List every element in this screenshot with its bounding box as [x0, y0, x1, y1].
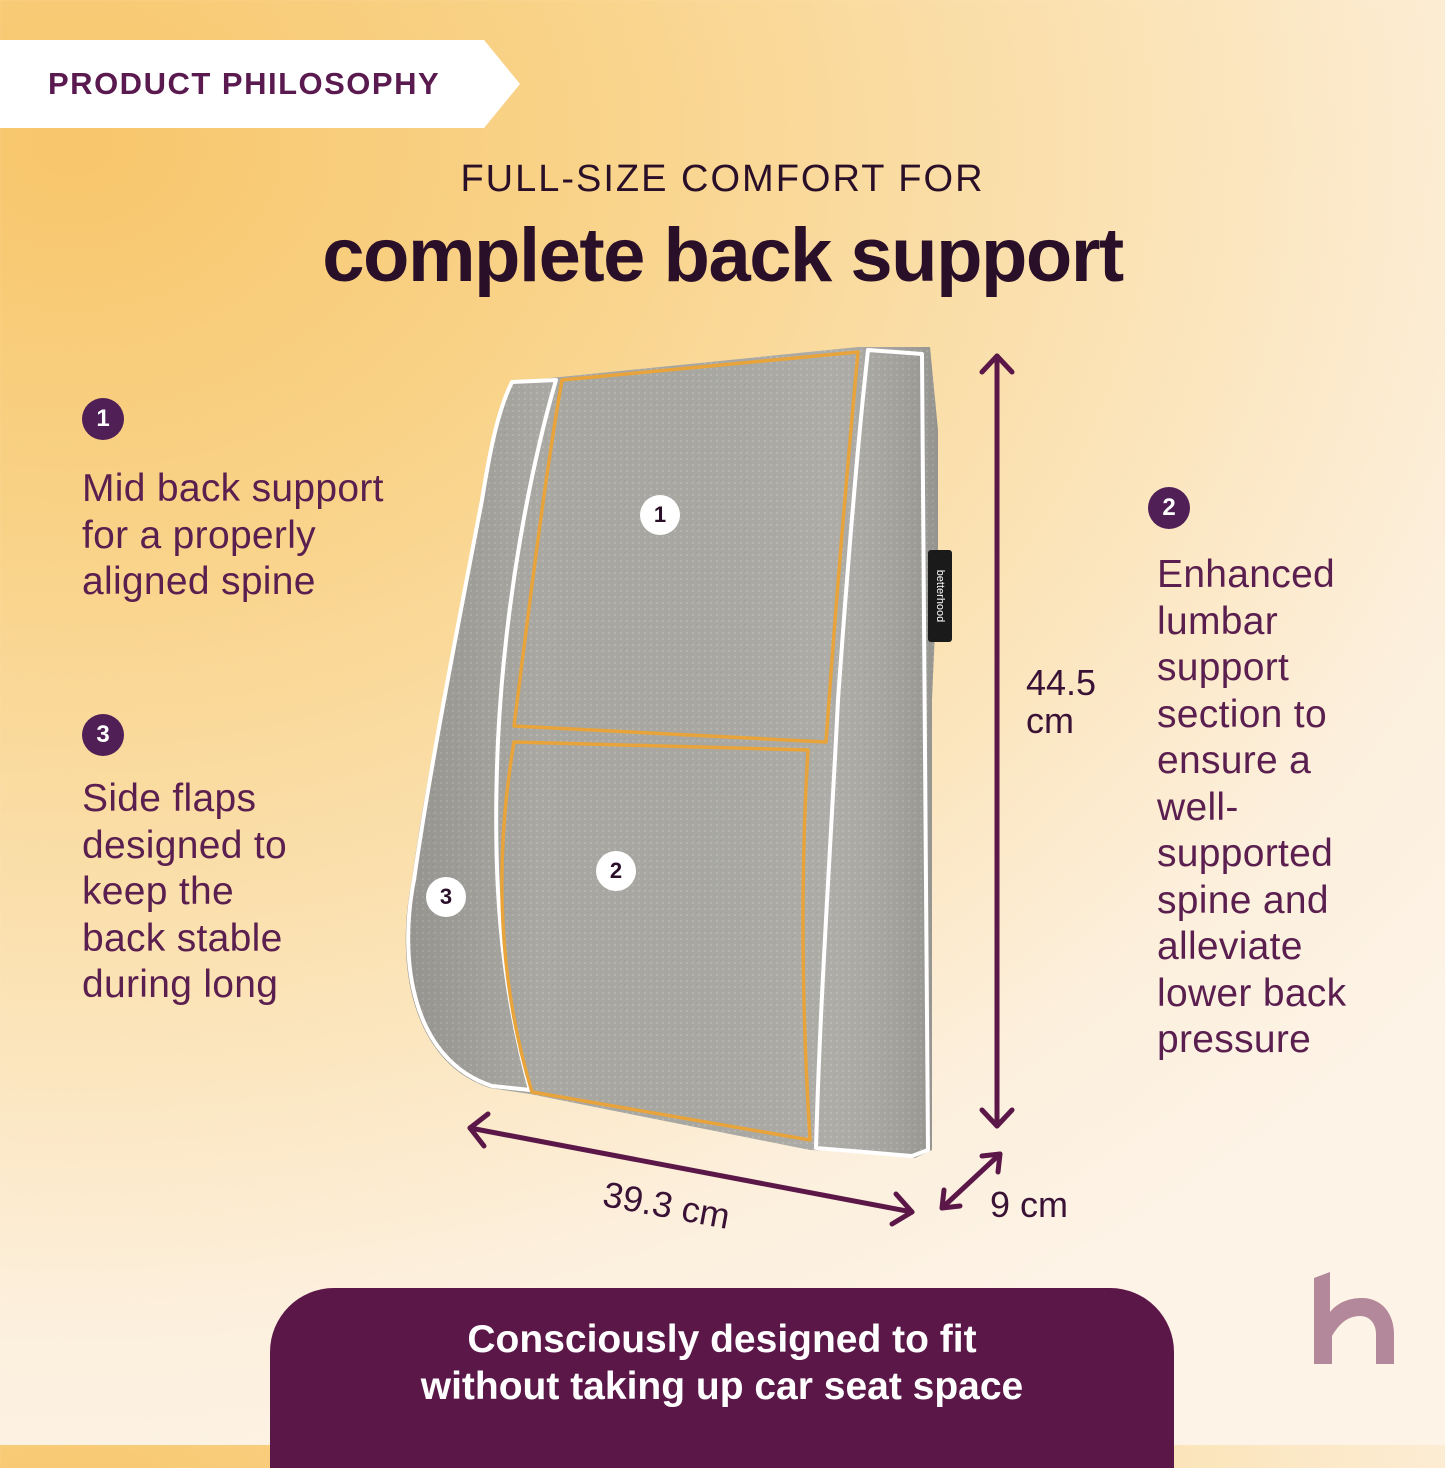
footer-line-1: Consciously designed to fit	[467, 1318, 977, 1361]
feature-2-line: section to	[1157, 692, 1327, 736]
zone-2-label: 2	[610, 858, 622, 883]
feature-2-description: Enhanced lumbar support section to ensur…	[1157, 552, 1346, 1064]
feature-1-description: Mid back support for a properly aligned …	[82, 466, 384, 606]
zone-3-marker	[426, 877, 466, 917]
zone-1-label: 1	[654, 502, 666, 527]
feature-2-line: lower back	[1157, 971, 1347, 1015]
right-flap-outline	[814, 348, 930, 1158]
feature-2-line: pressure	[1157, 1018, 1312, 1061]
feature-1-line: Mid back support	[82, 467, 384, 510]
height-unit: cm	[1026, 700, 1074, 741]
footer-message: Consciously designed to fit without taki…	[270, 1316, 1174, 1410]
feature-3-line: during long	[82, 963, 279, 1006]
zone-3-label: 3	[440, 884, 452, 909]
lumbar-panel-outline	[500, 740, 812, 1142]
feature-2-line: Enhanced	[1157, 553, 1336, 596]
feature-1-line: aligned spine	[82, 560, 316, 603]
brand-tag-text: betterhood	[934, 570, 946, 623]
height-arrow-icon	[979, 353, 1015, 1129]
feature-3-line: designed to	[82, 823, 287, 867]
feature-3-badge: 3	[82, 714, 124, 756]
betterhood-h-logo	[1314, 1272, 1394, 1364]
feature-3-line: keep the	[82, 870, 235, 913]
feature-3-line: Side flaps	[82, 777, 257, 820]
footer-panel: Consciously designed to fit without taki…	[270, 1288, 1174, 1468]
feature-2-line: ensure a	[1157, 739, 1312, 782]
section-banner: PRODUCT PHILOSOPHY	[0, 40, 520, 128]
depth-dimension-label: 9 cm	[990, 1184, 1069, 1225]
feature-2-line: support	[1157, 646, 1290, 689]
feature-2-badge: 2	[1148, 487, 1190, 529]
width-dimension-label: 39.3 cm	[600, 1173, 733, 1237]
page-title: complete back support	[322, 213, 1124, 298]
depth-arrow-icon	[939, 1151, 1003, 1211]
feature-3-description: Side flaps designed to keep the back sta…	[82, 776, 287, 1009]
zone-2-marker	[596, 851, 636, 891]
feature-2-line: well-	[1157, 785, 1239, 829]
brand-tag	[928, 550, 952, 642]
feature-2-line: lumbar	[1157, 599, 1279, 643]
zone-1-marker	[640, 495, 680, 535]
feature-1-line: for a properly	[82, 513, 316, 557]
height-value: 44.5	[1026, 662, 1097, 703]
feature-2-line: spine and	[1157, 878, 1329, 922]
feature-1-badge: 1	[82, 398, 124, 440]
width-arrow-icon	[467, 1111, 915, 1227]
page-subtitle: FULL-SIZE COMFORT FOR	[460, 158, 985, 200]
mid-back-panel-outline	[512, 350, 860, 744]
banner-label: PRODUCT PHILOSOPHY	[48, 66, 441, 101]
left-flap-outline	[406, 378, 558, 1092]
feature-2-line: supported	[1157, 832, 1334, 875]
footer-line-2: without taking up car seat space	[420, 1365, 1024, 1408]
feature-3-line: back stable	[82, 916, 283, 960]
feature-2-line: alleviate	[1157, 925, 1303, 968]
height-dimension-label: 44.5 cm	[1026, 664, 1096, 740]
